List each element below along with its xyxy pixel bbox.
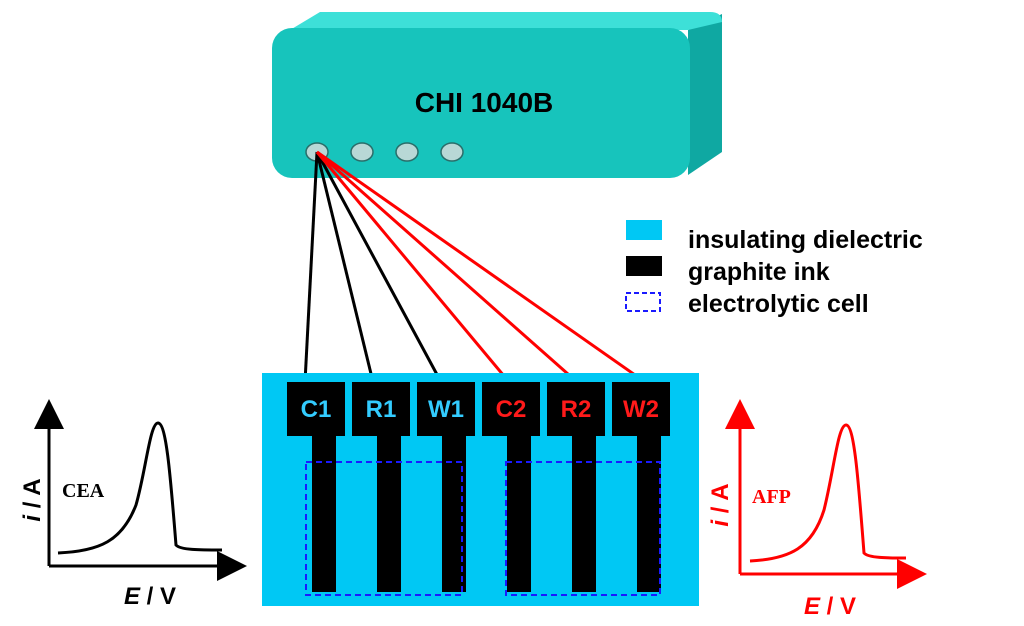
electrode-label-w2: W2 [623, 396, 659, 423]
legend-label-graphite: graphite ink [688, 258, 830, 286]
instrument-ports [305, 142, 464, 162]
electrode-pad-w1 [417, 382, 475, 436]
electrode-label-c1: C1 [301, 396, 332, 423]
plot-afp-curve [749, 423, 907, 563]
plot-afp-ylabel: i / A [707, 483, 734, 526]
electrode-pad-c1 [287, 382, 345, 436]
instrument-title: CHI 1040B [415, 87, 554, 118]
electrode-stem-c1 [312, 434, 336, 592]
instrument-port-2[interactable] [350, 142, 374, 162]
legend: insulating dielectric graphite ink elect… [625, 220, 923, 318]
electrode-pad-r2 [547, 382, 605, 436]
plot-afp-xlabel: E / V [804, 593, 856, 620]
electrode-pad-w2 [612, 382, 670, 436]
electrode-label-r2: R2 [561, 396, 592, 423]
plot-cea: CEA i / A E / V [19, 399, 247, 610]
electrode-pad-r1 [352, 382, 410, 436]
electrode-stem-w2 [637, 434, 661, 592]
plot-cea-xlabel: E / V [124, 583, 176, 610]
instrument-top [290, 12, 722, 30]
wire-w1 [315, 151, 443, 383]
instrument-port-3[interactable] [395, 142, 419, 162]
legend-swatch-dielectric [626, 220, 662, 240]
wire-r2 [316, 150, 578, 384]
plot-cea-analyte: CEA [62, 480, 105, 502]
electrode-stem-c2 [507, 434, 531, 592]
instrument-front [272, 28, 690, 178]
legend-label-dielectric: insulating dielectric [688, 226, 923, 254]
electrode-array: C1 R1 W1 C2 R2 W2 [287, 382, 670, 592]
electrode-pad-c2 [482, 382, 540, 436]
electrode-label-c2: C2 [496, 396, 527, 423]
wire-c2 [315, 151, 511, 383]
plot-cea-curve [57, 421, 223, 555]
legend-swatch-graphite [626, 256, 662, 276]
instrument-port-4[interactable] [440, 142, 464, 162]
wires [303, 150, 646, 384]
electrode-label-w1: W1 [428, 396, 464, 423]
legend-label-cell: electrolytic cell [688, 290, 869, 318]
wire-r1 [315, 151, 375, 383]
instrument-box: CHI 1040B [272, 12, 722, 178]
electrolytic-cell-2 [505, 461, 661, 596]
instrument-side [688, 14, 722, 175]
legend-swatch-cell [625, 292, 661, 312]
plot-cea-ylabel: i / A [19, 478, 46, 521]
plot-afp: AFP i / A E / V [707, 399, 927, 620]
electrode-stem-r2 [572, 434, 596, 592]
electrode-label-r1: R1 [366, 396, 397, 423]
electrolytic-cell-1 [305, 461, 463, 596]
electrode-stem-w1 [442, 434, 466, 592]
wire-w2 [316, 150, 646, 384]
plot-afp-analyte: AFP [752, 486, 791, 508]
wire-c1 [303, 151, 319, 383]
electrode-stem-r1 [377, 434, 401, 592]
